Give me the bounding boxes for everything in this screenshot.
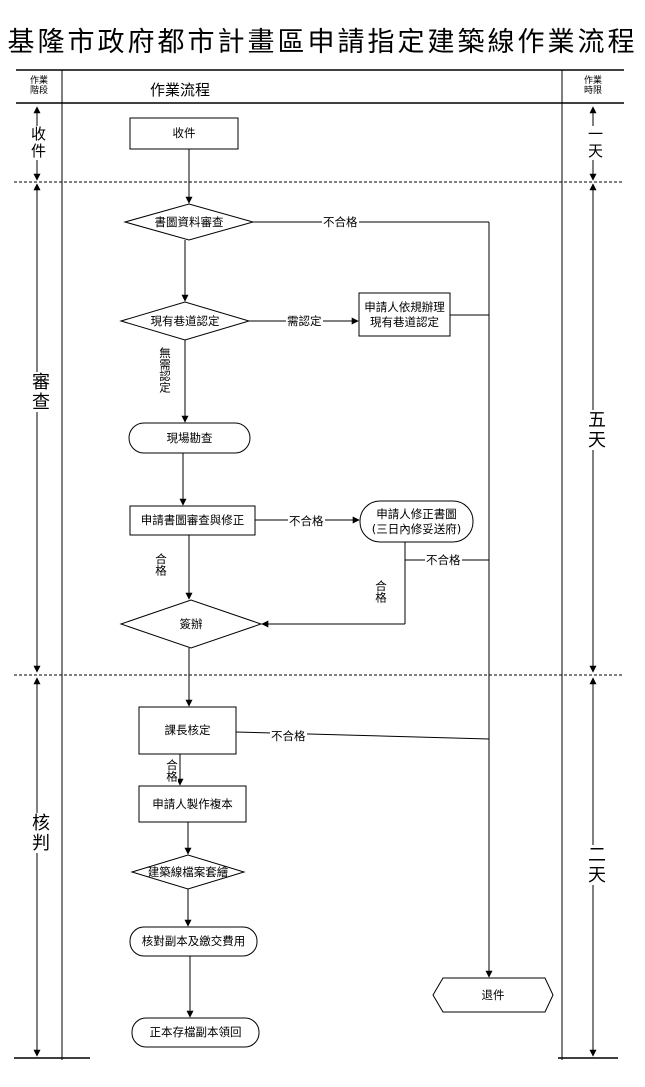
stage-approve: 核判	[26, 813, 52, 853]
node-document-check: 書圖資料審查	[154, 214, 224, 229]
stage-receive: 收件	[28, 126, 49, 160]
time-receive: 一天	[585, 126, 606, 160]
receive-box	[129, 117, 239, 150]
chief-approve-box	[138, 706, 237, 755]
header-stage: 作業 階段	[29, 76, 48, 96]
label-pass-review: 合格	[154, 553, 168, 576]
node-return: 退件	[481, 987, 505, 1002]
site-survey-terminal	[128, 422, 251, 454]
label-fail-doc: 不合格	[322, 214, 359, 230]
node-receive: 收件	[172, 126, 196, 140]
applicant-fix-terminal	[359, 500, 474, 543]
return-box	[432, 977, 554, 1013]
label-pass-fix: 合格	[374, 580, 388, 603]
header-time: 作業 時限	[583, 76, 602, 96]
node-final: 正本存檔副本領回	[149, 1025, 242, 1039]
node-applicant-lane: 申請人依規辦理 現有巷道認定	[364, 299, 445, 329]
header-flow: 作業流程	[150, 81, 211, 99]
copy-box	[138, 785, 247, 823]
time-approve: 二天	[582, 845, 608, 885]
label-fail-fix: 不合格	[425, 552, 462, 568]
label-pass-chief: 合格	[165, 759, 179, 782]
label-need-lane: 需認定	[286, 313, 323, 329]
final-terminal	[131, 1017, 260, 1048]
label-fail-chief: 不合格	[270, 728, 307, 744]
stage-review: 審查	[26, 372, 52, 412]
archive-draw-diamond	[130, 854, 246, 890]
node-chief-approve: 課長核定	[164, 723, 211, 737]
label-fail-review: 不合格	[288, 513, 325, 529]
sign-diamond	[119, 599, 263, 649]
node-plan-review: 申請書圖審查與修正	[140, 513, 245, 527]
time-review: 五天	[582, 410, 608, 450]
node-verify-fee: 核對副本及繳交費用	[141, 934, 246, 948]
node-lane-check: 現有巷道認定	[150, 313, 220, 328]
node-sign: 簽辦	[179, 616, 203, 631]
node-site-survey: 現場勘查	[166, 430, 213, 445]
node-copy: 申請人製作複本	[152, 796, 233, 811]
verify-fee-terminal	[129, 926, 258, 957]
node-archive-draw: 建築線檔案套繪	[147, 864, 229, 879]
page-title: 基隆市政府都市計畫區申請指定建築線作業流程	[7, 27, 638, 58]
node-applicant-fix: 申請人修正書圖 (三日內修妥送府)	[371, 506, 462, 536]
label-no-need: 無需認定	[158, 347, 172, 393]
